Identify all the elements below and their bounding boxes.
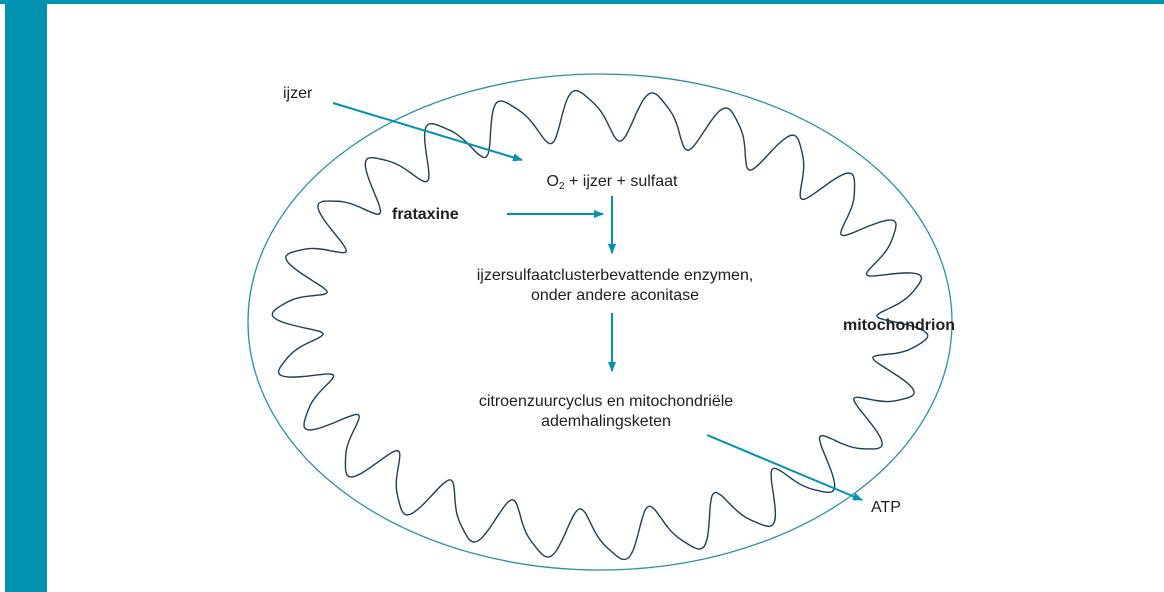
oxygen-symbol: O	[547, 173, 559, 190]
reactants-rest: + ijzer + sulfaat	[565, 173, 678, 190]
atp-output-label: ATP	[871, 498, 901, 518]
enzymes-label: ijzersulfaatclusterbevattende enzymen, o…	[477, 266, 754, 306]
arrow-cycle-to-atp	[707, 435, 862, 500]
mitochondrion-label: mitochondrion	[843, 316, 955, 336]
cycle-line-1: citroenzuurcyclus en mitochondriële	[479, 392, 733, 412]
arrow-iron-to-reactants	[333, 103, 522, 160]
iron-input-label: ijzer	[283, 84, 312, 104]
enzymes-line-2: onder andere aconitase	[477, 286, 754, 306]
cycle-line-2: ademhalingsketen	[479, 412, 733, 432]
inner-membrane-cristae	[272, 91, 927, 560]
cycle-label: citroenzuurcyclus en mitochondriële adem…	[479, 392, 733, 432]
reactants-label: O2 + ijzer + sulfaat	[547, 172, 678, 192]
frataxin-label: frataxine	[392, 205, 459, 225]
enzymes-line-1: ijzersulfaatclusterbevattende enzymen,	[477, 266, 754, 286]
